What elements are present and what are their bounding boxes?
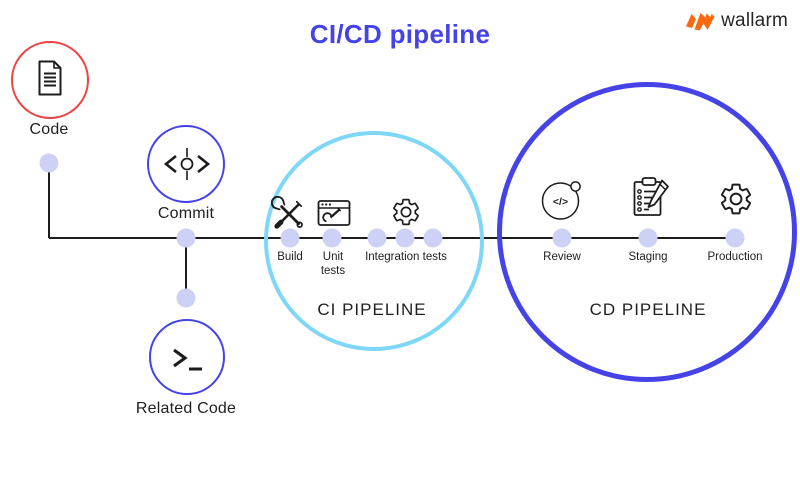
git-commit-icon xyxy=(160,144,214,184)
code-connector-line xyxy=(48,163,50,238)
ci-pipeline-circle xyxy=(264,131,484,351)
unit-tests-dot xyxy=(322,228,342,248)
terminal-icon xyxy=(169,347,205,373)
page-title: CI/CD pipeline xyxy=(309,19,491,49)
commit-label: Commit xyxy=(157,205,215,222)
code-label: Code xyxy=(29,121,69,138)
review-dot xyxy=(552,228,572,248)
document-icon xyxy=(35,60,65,96)
production-label: Production xyxy=(707,251,763,263)
staging-label: Staging xyxy=(628,251,668,263)
related-code-connector-line xyxy=(185,238,187,298)
build-label: Build xyxy=(277,251,303,263)
cd-pipeline-title: CD PIPELINE xyxy=(589,300,707,319)
wallarm-flash-icon xyxy=(685,11,715,32)
production-gear-icon xyxy=(718,181,754,217)
brand-logo: wallarm xyxy=(685,10,788,32)
build-tools-icon xyxy=(271,196,305,230)
integration-tests-dot-1 xyxy=(367,228,387,248)
related-code-dot xyxy=(176,288,196,308)
build-dot xyxy=(280,228,300,248)
unit-tests-label: Unit tests xyxy=(320,251,346,277)
code-review-icon: </> xyxy=(539,177,587,221)
review-label: Review xyxy=(543,251,581,263)
integration-tests-label: Integration tests xyxy=(365,251,447,263)
integration-gear-icon xyxy=(391,197,422,228)
ci-pipeline-title: CI PIPELINE xyxy=(317,300,427,319)
staging-checklist-icon xyxy=(627,176,671,220)
commit-node-circle xyxy=(147,125,225,203)
related-code-label: Related Code xyxy=(135,400,237,417)
unit-tests-window-icon xyxy=(317,198,351,228)
related-code-node-circle xyxy=(149,319,225,395)
cd-pipeline-circle xyxy=(497,82,797,382)
code-dot xyxy=(39,153,59,173)
integration-tests-dot-3 xyxy=(423,228,443,248)
staging-dot xyxy=(638,228,658,248)
review-glyph: </> xyxy=(553,196,568,208)
commit-dot xyxy=(176,228,196,248)
code-node-circle xyxy=(11,41,89,119)
integration-tests-dot-2 xyxy=(395,228,415,248)
production-dot xyxy=(725,228,745,248)
brand-name: wallarm xyxy=(721,10,788,31)
